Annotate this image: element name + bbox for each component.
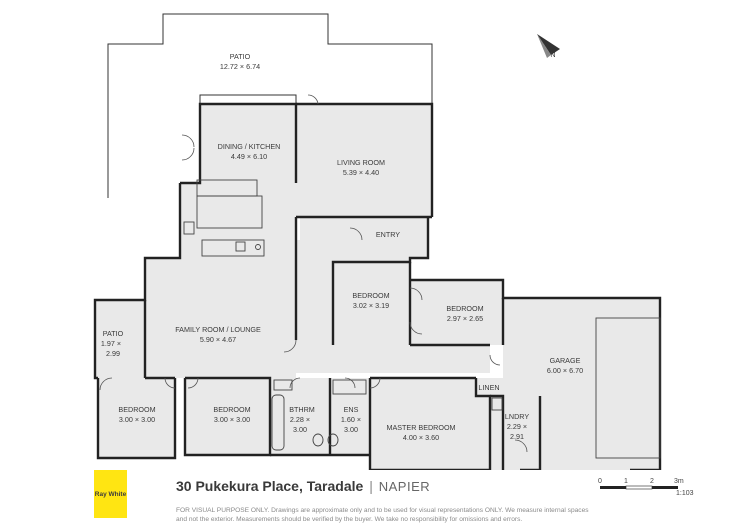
garage-fill	[503, 298, 660, 470]
room-fills	[95, 104, 660, 470]
dining-kitchen-dims: 4.49 × 6.10	[231, 152, 267, 161]
kitchen-counter	[201, 239, 265, 257]
family-room-name: FAMILY ROOM / LOUNGE	[175, 325, 261, 334]
ensuite-shower	[332, 379, 367, 395]
bedroom-c-dims: 3.00 × 3.00	[119, 415, 155, 424]
entry-fill	[300, 217, 428, 262]
patio-main-name: PATIO	[230, 52, 251, 61]
bathroom-name: BTHRM	[289, 405, 315, 414]
bedroom-b-dims: 2.97 × 2.65	[447, 314, 483, 323]
bath	[271, 394, 285, 451]
fixtures	[183, 179, 661, 459]
compass-label: N	[550, 50, 555, 59]
scale-tick-1: 1	[624, 478, 628, 485]
scale-tick-3: 3m	[674, 478, 684, 485]
scale-bar: 0 1 2 3m 1:103	[596, 478, 694, 508]
door-swings	[99, 94, 528, 453]
ensuite-dims-2: 3.00	[344, 425, 358, 434]
compass-arrow-icon	[537, 34, 560, 55]
sink	[235, 241, 246, 252]
living-room-dims: 5.39 × 4.40	[343, 168, 379, 177]
garage-dims: 6.00 × 6.70	[547, 366, 583, 375]
laundry-tub	[491, 397, 503, 411]
ensuite-fill	[330, 378, 370, 455]
kitchen-island	[196, 195, 263, 229]
address-separator: |	[369, 478, 373, 494]
patio-outline	[107, 13, 433, 198]
bedroom-a-name: BEDROOM	[352, 291, 389, 300]
garage-name: GARAGE	[550, 356, 581, 365]
bedroom-a-dims: 3.02 × 3.19	[353, 301, 389, 310]
fridge	[183, 221, 195, 235]
logo-text: Ray White	[94, 490, 127, 498]
scale-tick-2: 2	[650, 478, 654, 485]
entry-name: ENTRY	[376, 230, 400, 239]
patio-small-fill	[95, 300, 145, 378]
ensuite-dims-1: 1.60 ×	[341, 415, 361, 424]
ray-white-logo: Ray White	[94, 470, 127, 518]
hob-a	[255, 244, 261, 250]
patio-small-dims-1: 1.97 ×	[101, 339, 121, 348]
master-bedroom-dims: 4.00 × 3.60	[403, 433, 439, 442]
toilet-ensuite	[327, 433, 339, 447]
living-room-fill	[296, 104, 432, 217]
bathroom-dims-1: 2.28 ×	[290, 415, 310, 424]
address-main: 30 Pukekura Place, Taradale	[176, 478, 364, 494]
bedroom-a-fill	[333, 262, 410, 345]
bedroom-c-name: BEDROOM	[118, 405, 155, 414]
garage-door	[595, 317, 661, 459]
living-room-name: LIVING ROOM	[337, 158, 385, 167]
master-bedroom-name: MASTER BEDROOM	[386, 423, 455, 432]
dining-kitchen-name: DINING / KITCHEN	[218, 142, 281, 151]
patio-main-dims: 12.72 × 6.74	[220, 62, 260, 71]
scale-bar-graphic	[600, 485, 678, 490]
master-bedroom-fill	[370, 378, 490, 470]
scale-ratio: 1:103	[676, 490, 694, 497]
toilet-bathroom	[312, 433, 324, 447]
scale-tick-0: 0	[598, 478, 602, 485]
family-room-fill	[145, 258, 296, 378]
bedroom-b-name: BEDROOM	[446, 304, 483, 313]
bedroom-d-fill	[185, 378, 270, 455]
compass-arrow-tail-icon	[537, 34, 551, 58]
laundry-name: LNDRY	[505, 412, 529, 421]
bedroom-d-name: BEDROOM	[213, 405, 250, 414]
dining-kitchen-fill	[180, 104, 296, 258]
bedroom-d-dims: 3.00 × 3.00	[214, 415, 250, 424]
laundry-dims-2: 2.91	[510, 432, 524, 441]
disclaimer-text: FOR VISUAL PURPOSE ONLY. Drawings are ap…	[176, 507, 589, 523]
walls	[93, 102, 662, 470]
bedroom-c-fill	[98, 378, 175, 458]
linen-name: LINEN	[478, 383, 499, 392]
compass: N	[537, 34, 560, 59]
patio-small-name: PATIO	[103, 329, 124, 338]
room-labels: PATIO 12.72 × 6.74 DINING / KITCHEN 4.49…	[101, 52, 583, 442]
bedroom-b-fill	[410, 280, 503, 345]
property-address: 30 Pukekura Place, Taradale | NAPIER	[176, 478, 430, 494]
bathroom-dims-2: 3.00	[293, 425, 307, 434]
linen-fill	[476, 378, 503, 396]
ensuite-name: ENS	[344, 405, 359, 414]
family-room-dims: 5.90 × 4.67	[200, 335, 236, 344]
patio-small-dims-2: 2.99	[106, 349, 120, 358]
vanity	[273, 379, 293, 391]
hallway-fill	[296, 240, 490, 373]
laundry-dims-1: 2.29 ×	[507, 422, 527, 431]
address-town: NAPIER	[378, 479, 431, 494]
floor-plan: N PATIO 12.72 × 6.74 DINING / KITCHEN 4.…	[93, 13, 662, 470]
